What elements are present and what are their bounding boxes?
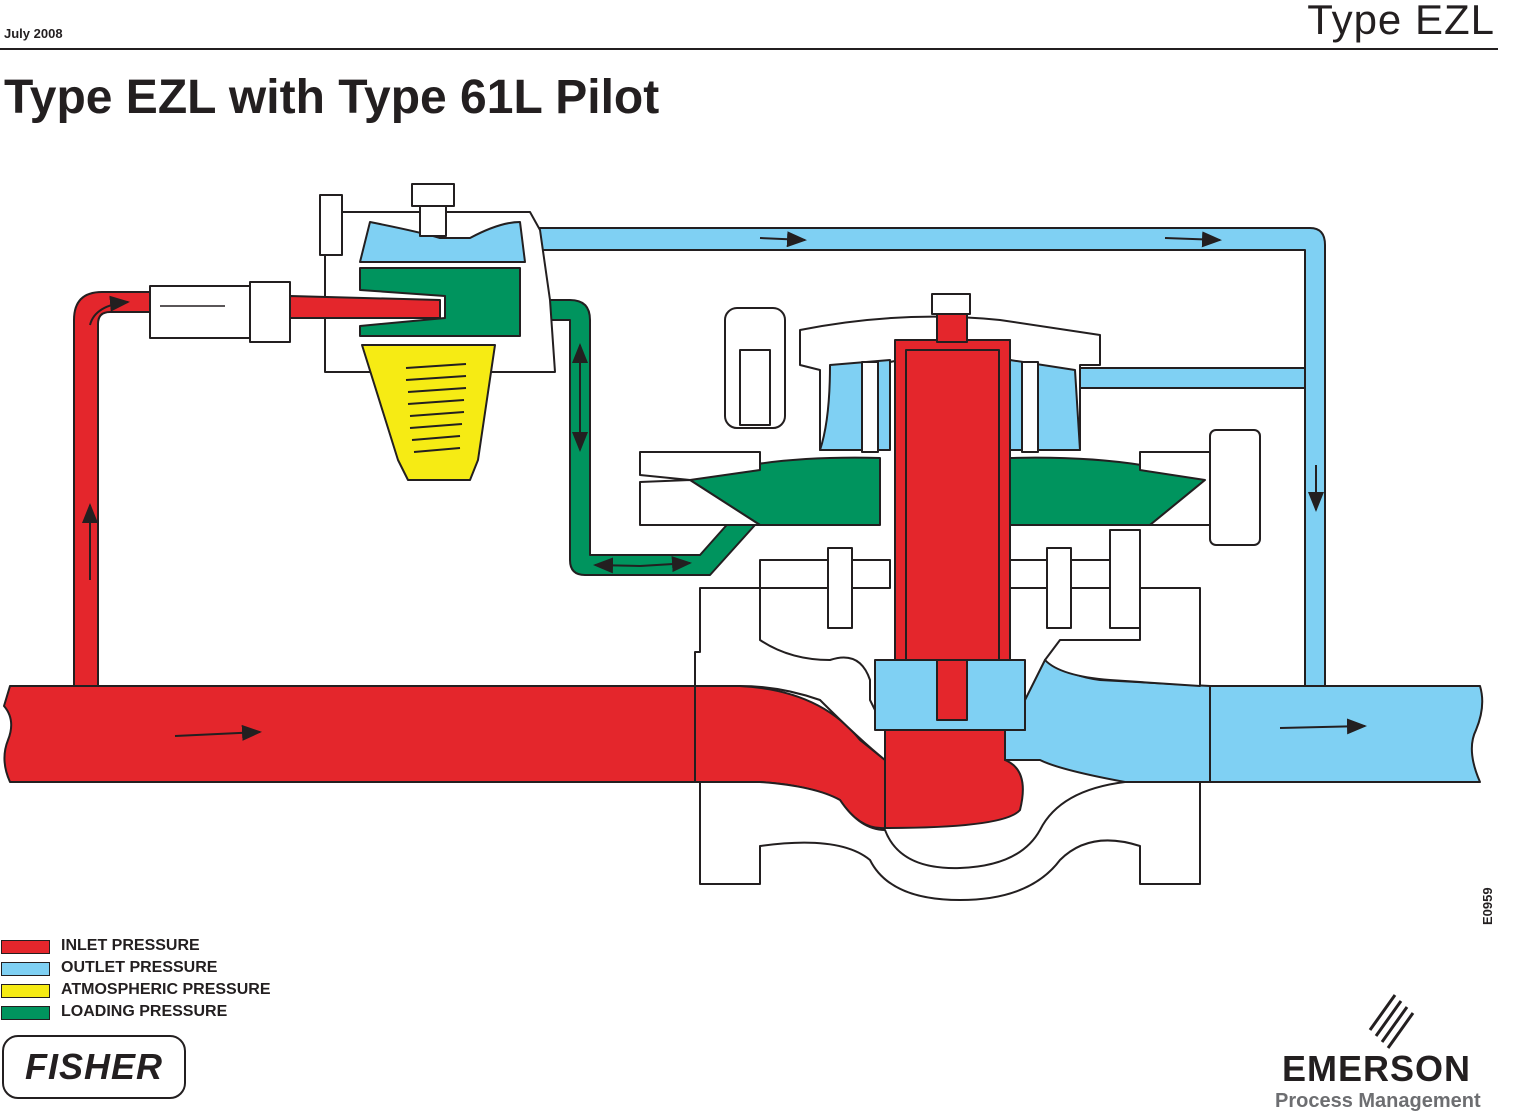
legend-swatch-outlet [1,962,50,976]
emerson-subtitle: Process Management [1275,1090,1481,1112]
inlet-supply-line [73,291,151,691]
pilot-spring [405,363,467,453]
legend-label: INLET PRESSURE [61,937,200,954]
pilot-outlet-chamber [359,221,526,263]
outlet-sensing-line [529,227,1326,691]
fisher-logo: FISHER [2,1035,186,1099]
actuator-flange-left-low [639,479,761,526]
pilot-spring-case [361,344,496,481]
outlet-flow-arrow [1279,718,1367,735]
page-title: Type EZL with Type 61L Pilot [4,71,660,124]
fisher-logo-text: FISHER [24,1046,163,1087]
actuator-flange-left [639,451,761,481]
bolt-left [827,547,853,629]
sleeve-inner [905,349,1000,676]
emerson-logo: EMERSON Process Management [1270,990,1505,1114]
loading-left-arrow [593,557,641,574]
header-date: July 2008 [4,26,63,41]
sensing-arrow-1 [759,231,807,248]
plug-stem [936,659,968,721]
legend-swatch-atmospheric [1,984,50,998]
outlet-sensing-branch [1069,367,1306,389]
legend-label: ATMOSPHERIC PRESSURE [61,981,271,998]
legend-swatch-loading [1,1006,50,1020]
figure-code: E0959 [1480,887,1495,925]
restrictor-insert [739,349,771,426]
actuator-outlet-chamber-right [1009,359,1081,451]
emerson-logo-text: EMERSON [1282,1048,1472,1089]
emerson-mark-icon [1368,994,1415,1049]
pilot-loading-chamber [359,267,521,337]
flow-arrows [82,231,1367,741]
sensing-arrow-2 [1164,231,1222,248]
header-product: Type EZL [1307,0,1495,43]
legend-label: OUTLET PRESSURE [61,959,218,976]
valve-body-lower [699,781,1201,901]
legend-label: LOADING PRESSURE [61,1003,228,1020]
sleeve-guide-left [861,361,879,453]
pilot-inlet-port [289,295,441,319]
fitting-nut [249,281,291,343]
pilot-adjust-screw [419,205,447,237]
loading-line [519,299,756,576]
sleeve-guide-right [1021,361,1039,453]
pilot-adjust-nut [411,183,455,207]
stem-top [936,311,968,343]
bolt-right [1046,547,1072,629]
inlet-flow-arrow [174,724,262,741]
valve-body [694,587,886,761]
legend-swatch-inlet [1,940,50,954]
bolt-stud [1109,529,1141,629]
outlet-pipe [1209,685,1484,783]
inlet-pipe [3,685,696,783]
loading-right-arrow [639,556,692,573]
actuator-lower-casing [759,559,891,589]
test-plug [1209,429,1261,546]
top-nut [931,293,971,315]
valve-body-outlet-flange [1044,587,1201,687]
pilot-cap [319,194,343,256]
supply-turn-arrow [89,295,130,326]
header-rule [0,48,1498,50]
strainer-body [149,285,251,339]
actuator-outlet-chamber [819,359,891,451]
valve-port-inlet [884,729,1024,829]
